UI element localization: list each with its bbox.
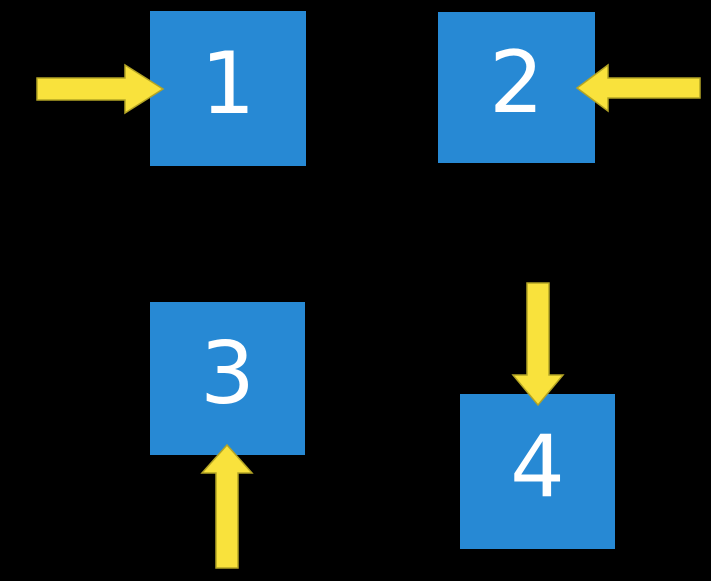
- arrow-left-icon: [575, 63, 701, 113]
- box-4-label: 4: [510, 416, 565, 517]
- box-2[interactable]: 2: [438, 12, 595, 163]
- arrow-up-icon: [200, 443, 254, 569]
- box-1-label: 1: [200, 33, 256, 134]
- box-3[interactable]: 3: [150, 302, 305, 455]
- box-1[interactable]: 1: [150, 11, 306, 166]
- arrow-right-icon: [36, 63, 165, 115]
- arrow-down-icon: [511, 282, 565, 407]
- box-3-label: 3: [200, 323, 255, 424]
- box-2-label: 2: [489, 32, 544, 133]
- box-4[interactable]: 4: [460, 394, 615, 549]
